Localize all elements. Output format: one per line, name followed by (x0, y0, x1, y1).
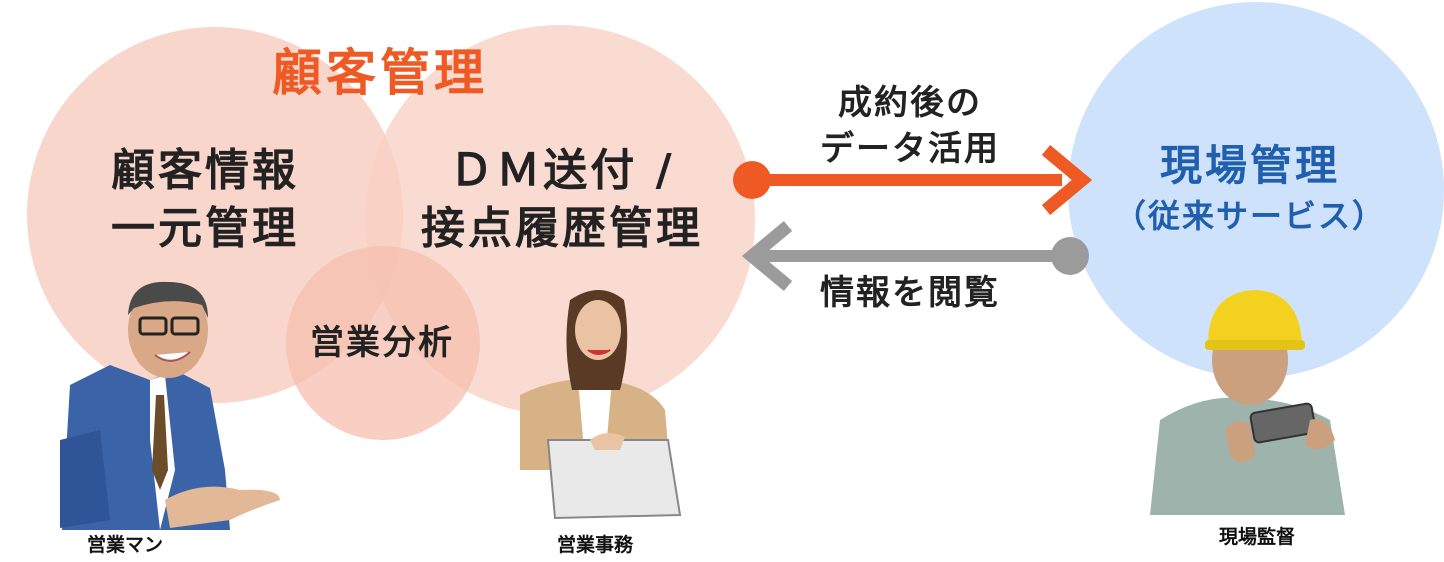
data-use-line1: 成約後の (838, 83, 982, 123)
office-worker-label: 営業事務 (556, 534, 633, 556)
office-worker-figure-icon (520, 290, 682, 520)
site-supervisor-figure-icon (1150, 290, 1345, 515)
customer-info-line2: 一元管理 (111, 203, 299, 254)
customer-info-line1: 顧客情報 (111, 145, 299, 196)
customer-info-label: 顧客情報 一元管理 (90, 142, 320, 258)
salesman-label: 営業マン (86, 534, 163, 556)
analysis-circle (286, 246, 480, 440)
dm-label: ＤＭ送付 / 接点履歴管理 (392, 142, 732, 258)
sales-analysis-label: 営業分析 (310, 323, 454, 363)
dm-line2: 接点履歴管理 (421, 203, 703, 254)
arrow-to-customer (741, 221, 1089, 291)
data-use-label: 成約後の データ活用 (790, 80, 1030, 172)
dm-line1: ＤＭ送付 / (449, 145, 675, 196)
customer-management-title: 顧客管理 (272, 44, 488, 102)
site-management-subtitle: （従来サービス） (1113, 197, 1386, 235)
site-management-circle (1068, 2, 1444, 378)
arrow-to-site (733, 145, 1093, 215)
view-info-label: 情報を閲覧 (820, 273, 1000, 313)
site-management-title: 現場管理 (1159, 141, 1340, 190)
site-supervisor-label: 現場監督 (1218, 526, 1295, 548)
salesman-figure-icon (60, 281, 280, 530)
data-use-line2: データ活用 (820, 129, 1000, 169)
